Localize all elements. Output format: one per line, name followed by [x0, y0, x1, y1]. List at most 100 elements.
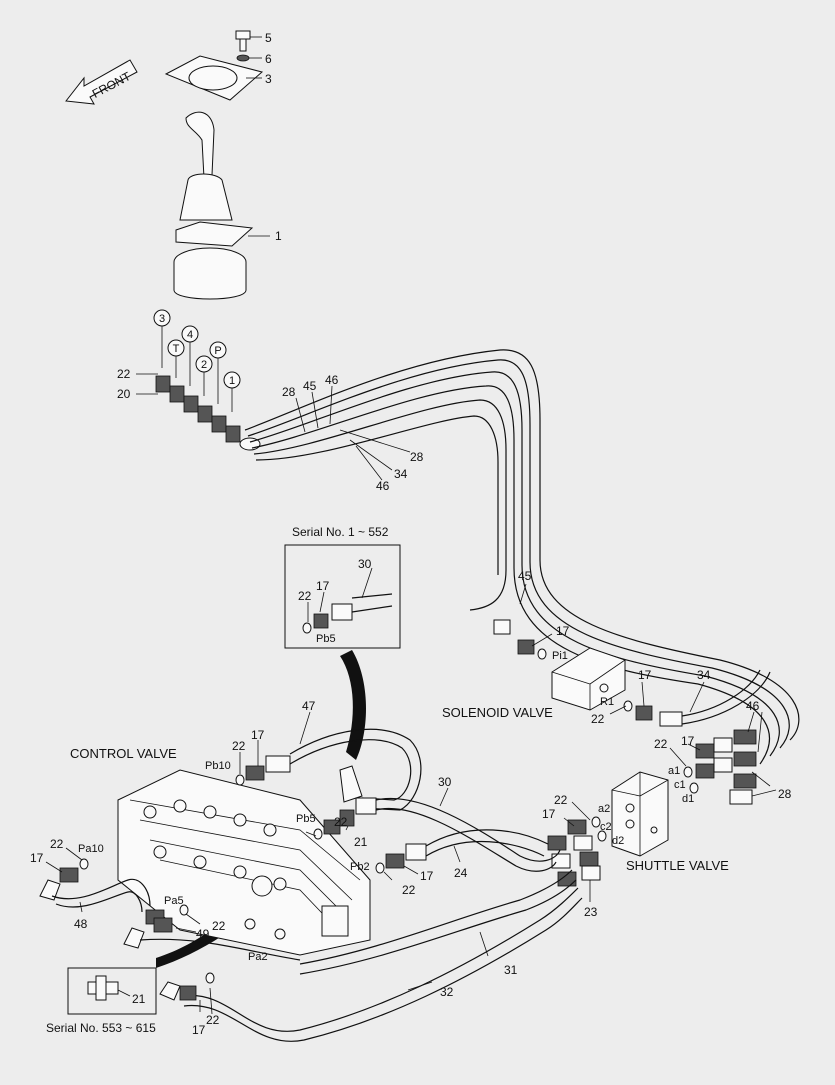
callout-22-left-b: 22 [212, 919, 226, 933]
callout-17-sol-a: 17 [556, 624, 570, 638]
callout-22-top: 22 [117, 367, 131, 381]
hose-bundle-main [244, 349, 800, 765]
port-circle-1: 1 [229, 375, 235, 387]
callout-17-ctrl: 17 [251, 728, 265, 742]
hose-49 [123, 904, 301, 961]
port-pa10: Pa10 [78, 843, 104, 855]
inset-tee-fitting [87, 975, 131, 1001]
callout-22-ctrl-c: 22 [402, 883, 416, 897]
port-circle-3: 3 [159, 313, 165, 325]
shuttle-fittings [547, 816, 607, 887]
top-leaders [246, 36, 270, 237]
callout-17-sol-b: 17 [638, 668, 652, 682]
washer [236, 54, 250, 62]
port-r1: R1 [600, 696, 614, 708]
callout-17-ctrl-c: 17 [420, 869, 434, 883]
shuttle-valve [611, 771, 669, 857]
right-leaders [669, 711, 777, 797]
shuttle-valve-label: SHUTTLE VALVE [626, 858, 729, 873]
solenoid-valve-label: SOLENOID VALVE [442, 705, 553, 720]
inset-fitting [302, 567, 393, 634]
callout-30-ctrl: 30 [438, 775, 452, 789]
hose-30 [313, 797, 561, 872]
port-circle-2: 2 [201, 359, 207, 371]
port-pb5: Pb5 [296, 813, 316, 825]
port-circle-4: 4 [187, 329, 193, 341]
callout-49: 49 [196, 927, 210, 941]
callout-45-a: 45 [303, 379, 317, 393]
connector-arrow-upper [340, 650, 367, 760]
callout-45-sol: 45 [518, 569, 532, 583]
callout-28-right: 28 [778, 787, 792, 801]
port-d1: d1 [682, 793, 694, 805]
leader-22-c [383, 871, 393, 881]
callout-6: 6 [265, 52, 272, 66]
callout-22-ctrl: 22 [232, 739, 246, 753]
callout-46-a: 46 [325, 373, 339, 387]
callout-22-right: 22 [654, 737, 668, 751]
hose-32 [183, 887, 583, 1042]
control-valve-label: CONTROL VALVE [70, 746, 177, 761]
callout-17-valve: 17 [542, 807, 556, 821]
callout-21-inset: 21 [132, 992, 146, 1006]
callout-31: 31 [504, 963, 518, 977]
callout-22-ctrl-b: 22 [334, 815, 348, 829]
callout-24: 24 [454, 866, 468, 880]
callout-22-inset: 22 [298, 589, 312, 603]
right-fittings [683, 729, 757, 805]
mounting-bolt [235, 30, 251, 52]
callout-32: 32 [440, 985, 454, 999]
callout-47: 47 [302, 699, 316, 713]
callout-22-bottom: 22 [206, 1013, 220, 1027]
callout-28-a: 28 [282, 385, 296, 399]
callout-22-left: 22 [50, 837, 64, 851]
port-a2: a2 [598, 803, 610, 815]
port-pb2: Pb2 [350, 861, 370, 873]
circled-ports [153, 309, 241, 389]
bottom-fittings [159, 972, 215, 1001]
hose-48 [39, 858, 151, 913]
port-d2: d2 [612, 835, 624, 847]
callout-48: 48 [74, 917, 88, 931]
callout-17-left: 17 [30, 851, 44, 865]
connector-arrow-lower [156, 926, 222, 968]
port-pb10: Pb10 [205, 760, 231, 772]
hose-leaders-top [295, 385, 411, 481]
hose-24 [375, 829, 549, 874]
solenoid-fittings [493, 619, 771, 727]
callout-1: 1 [275, 229, 282, 243]
shuttle-leaders [563, 801, 591, 902]
leader-22-b [305, 831, 317, 837]
callout-5: 5 [265, 31, 272, 45]
port-pa2: Pa2 [248, 951, 268, 963]
callout-17-inset: 17 [316, 579, 330, 593]
port-pi1: Pi1 [552, 650, 568, 662]
solenoid-valve [551, 647, 626, 711]
leader-24 [453, 845, 461, 863]
inset-box-upper [284, 544, 401, 649]
hose-47 [235, 728, 422, 811]
joystick-fittings [155, 326, 261, 451]
callout-22-sol: 22 [591, 712, 605, 726]
callout-30-inset: 30 [358, 557, 372, 571]
left-leaders [45, 847, 201, 933]
callout-17-right: 17 [681, 734, 695, 748]
port-c1: c1 [674, 779, 686, 791]
callout-17-bottom: 17 [192, 1023, 206, 1037]
joystick-lever [173, 111, 254, 300]
inset-box-lower [67, 967, 157, 1015]
callout-20: 20 [117, 387, 131, 401]
callout-46-b: 46 [376, 479, 390, 493]
serial-upper-label: Serial No. 1 ~ 552 [292, 525, 389, 539]
solenoid-leaders [519, 583, 705, 715]
mounting-plate [164, 55, 264, 101]
hose-31 [299, 869, 577, 975]
leader-17-c [403, 865, 419, 875]
bottom-leaders [199, 931, 489, 1015]
front-arrow: FRONT [65, 59, 138, 105]
callout-3: 3 [265, 72, 272, 86]
callout-23: 23 [584, 905, 598, 919]
callout-46-right: 46 [746, 699, 760, 713]
port-pb5-inset: Pb5 [316, 633, 336, 645]
